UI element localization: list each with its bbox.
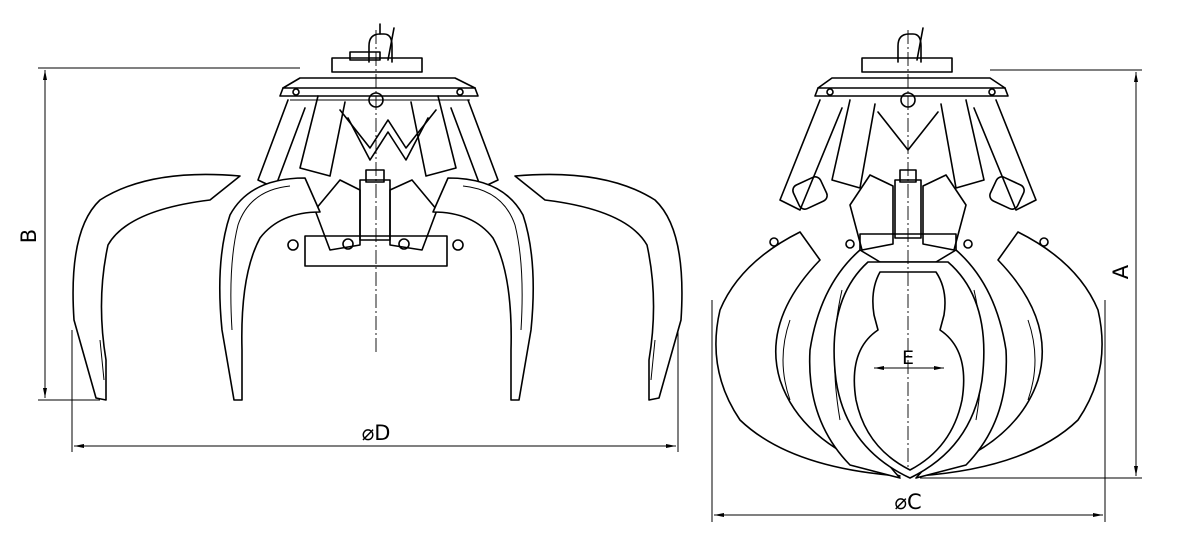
left-top-plate — [279, 77, 479, 101]
dimension-D: ⌀D — [71, 330, 679, 452]
dimension-D-label: ⌀D — [362, 421, 391, 445]
left-tine-inner-left — [219, 177, 321, 401]
right-cylinders — [779, 99, 1037, 211]
left-tine-outer-right — [514, 173, 683, 401]
dimension-C-label: ⌀C — [894, 490, 921, 514]
right-view-closed-grab — [715, 27, 1103, 479]
dimension-B: B — [17, 67, 300, 401]
dimension-A-label: A — [1109, 264, 1133, 279]
right-top-plate — [814, 77, 1009, 108]
right-outer-shell-left — [715, 231, 901, 477]
dimension-E: E — [874, 347, 944, 370]
left-cylinders — [257, 92, 499, 189]
dimension-E-label: E — [902, 347, 914, 369]
left-tine-outer-left — [72, 173, 241, 401]
dimension-B-label: B — [17, 229, 41, 243]
right-hook — [861, 27, 953, 73]
right-outer-shell-right — [917, 231, 1103, 477]
left-tine-inner-right — [432, 177, 534, 401]
right-front-jaw — [833, 261, 985, 479]
left-hub — [287, 169, 464, 267]
dimension-C: ⌀C — [711, 300, 1106, 522]
left-hook — [331, 23, 423, 73]
dimension-A: A — [920, 69, 1142, 479]
left-view-open-grab — [72, 23, 683, 401]
